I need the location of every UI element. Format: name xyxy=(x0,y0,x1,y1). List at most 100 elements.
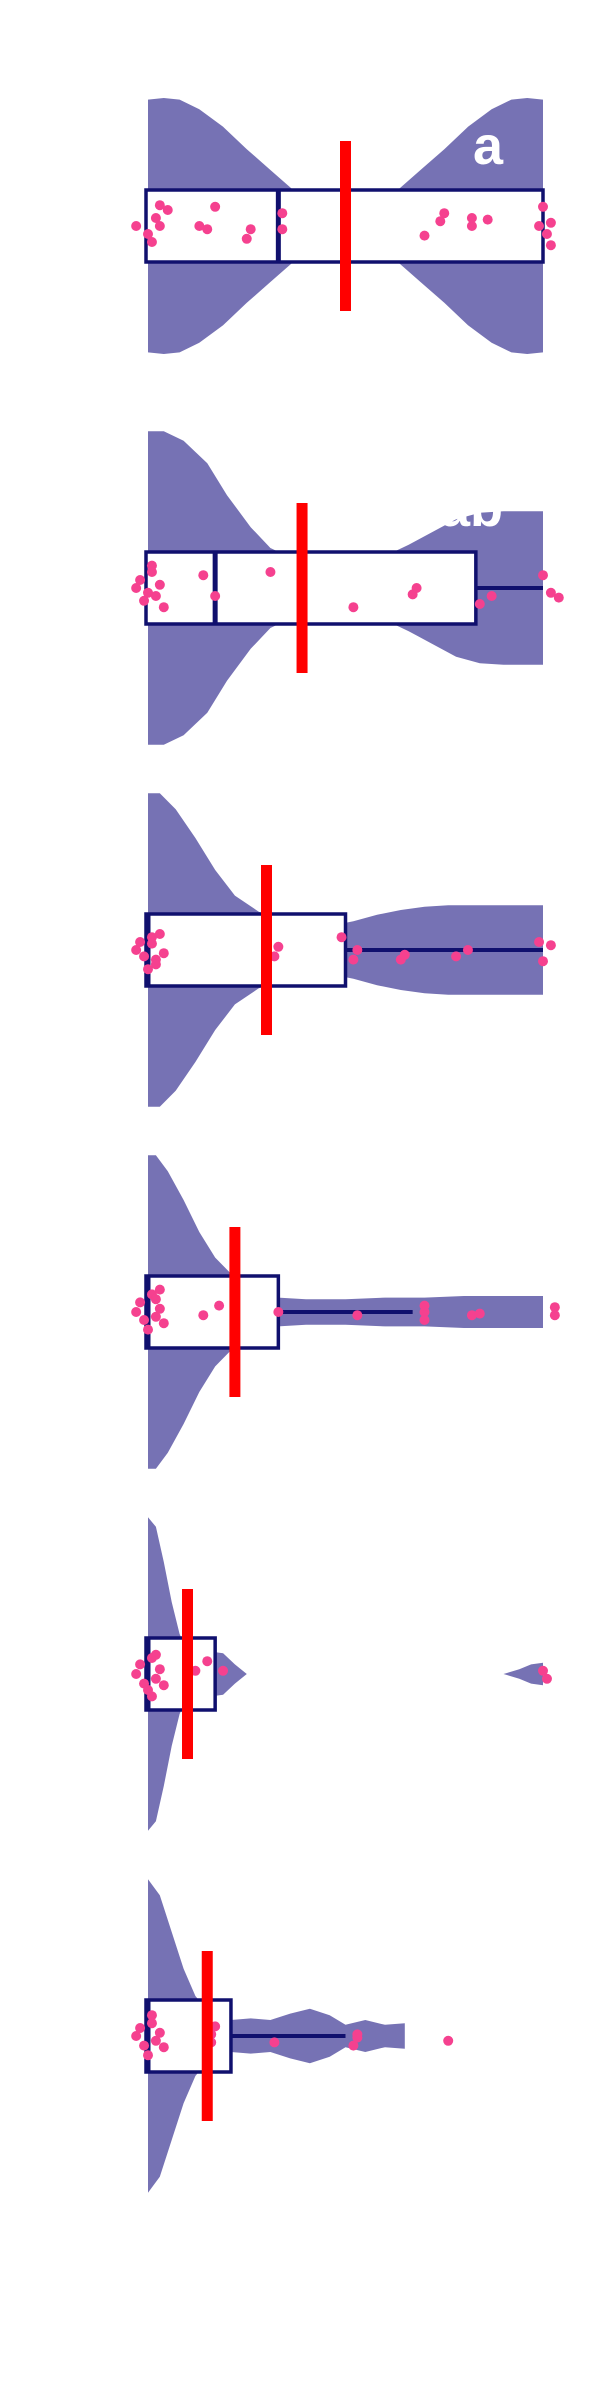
data-point xyxy=(545,217,556,228)
data-point xyxy=(135,937,146,947)
data-point xyxy=(534,221,545,231)
data-point xyxy=(348,602,359,613)
data-point xyxy=(131,221,142,231)
data-point xyxy=(135,575,146,585)
data-point xyxy=(150,213,161,223)
data-point xyxy=(158,948,169,959)
box-rect xyxy=(144,1274,281,1350)
data-point xyxy=(154,579,165,590)
data-point xyxy=(218,1665,229,1676)
data-point xyxy=(146,560,157,571)
data-point xyxy=(336,932,347,943)
data-point xyxy=(158,602,169,613)
data-point xyxy=(277,208,288,219)
data-point xyxy=(466,221,477,231)
box-rect xyxy=(144,912,348,988)
data-point xyxy=(154,929,165,939)
data-point xyxy=(545,240,556,251)
violin-panel-3 xyxy=(131,793,556,1107)
box-rect xyxy=(144,550,478,626)
data-point xyxy=(466,213,477,223)
data-point xyxy=(143,229,153,239)
data-point xyxy=(538,956,548,967)
violin-shape xyxy=(148,1517,543,1831)
data-point xyxy=(553,592,564,603)
data-point xyxy=(143,1324,153,1335)
data-point xyxy=(135,1659,146,1670)
data-point xyxy=(150,1673,161,1684)
data-point xyxy=(549,1302,560,1313)
data-point xyxy=(210,591,221,601)
data-point xyxy=(352,1310,363,1321)
data-point xyxy=(146,2010,157,2021)
significance-letter: ab xyxy=(440,478,503,538)
data-point xyxy=(139,2040,150,2051)
data-point xyxy=(538,201,548,212)
data-point xyxy=(146,237,157,247)
data-point xyxy=(462,945,473,955)
data-point xyxy=(419,1300,430,1311)
data-point xyxy=(352,945,363,955)
data-point xyxy=(545,587,556,598)
data-point xyxy=(269,2037,280,2048)
data-point xyxy=(154,2027,165,2038)
data-point xyxy=(158,1680,169,1691)
data-point xyxy=(348,2040,359,2051)
data-point xyxy=(443,2035,454,2046)
data-point xyxy=(482,214,493,225)
data-point xyxy=(435,216,446,227)
data-point xyxy=(158,1318,169,1329)
data-point xyxy=(139,951,150,962)
data-point xyxy=(214,1300,225,1311)
data-point xyxy=(131,583,142,593)
data-point xyxy=(538,570,548,581)
data-point xyxy=(146,938,157,949)
data-point xyxy=(210,201,221,212)
data-point xyxy=(549,1310,560,1321)
data-point xyxy=(202,1656,213,1667)
data-point xyxy=(131,1307,142,1317)
violin-panel-6 xyxy=(131,1879,454,2193)
data-point xyxy=(131,945,142,955)
data-point xyxy=(273,1307,284,1317)
data-point xyxy=(273,941,284,952)
data-point xyxy=(150,591,161,601)
data-point xyxy=(245,224,256,235)
violin-panel-5 xyxy=(131,1517,552,1831)
data-point xyxy=(158,2042,169,2053)
data-point xyxy=(474,599,485,609)
data-point xyxy=(139,595,150,606)
data-point xyxy=(146,1691,157,1702)
data-point xyxy=(348,954,359,965)
data-point xyxy=(202,224,213,235)
data-point xyxy=(154,200,165,211)
data-point xyxy=(466,1310,477,1321)
data-point xyxy=(131,2031,142,2041)
data-point xyxy=(541,229,552,239)
data-point xyxy=(150,2035,161,2046)
box-rect xyxy=(144,1636,217,1712)
data-point xyxy=(194,221,205,231)
violin-panel-2: ab xyxy=(131,431,564,745)
data-point xyxy=(411,583,422,593)
violin-panel-1: a xyxy=(131,98,556,354)
data-point xyxy=(352,2029,363,2040)
data-point xyxy=(150,959,161,970)
violin-panel-4 xyxy=(131,1155,560,1469)
data-point xyxy=(541,1673,552,1684)
data-point xyxy=(538,1665,548,1676)
data-point xyxy=(150,1294,161,1305)
data-point xyxy=(399,949,410,960)
data-point xyxy=(241,233,252,244)
data-point xyxy=(154,1284,165,1295)
data-point xyxy=(545,940,556,951)
data-point xyxy=(486,591,497,601)
data-point xyxy=(150,1649,161,1660)
data-point xyxy=(534,937,545,947)
data-point xyxy=(198,1310,209,1321)
data-point xyxy=(150,1311,161,1322)
data-point xyxy=(419,230,430,241)
data-point xyxy=(474,1308,485,1319)
data-point xyxy=(135,2023,146,2033)
